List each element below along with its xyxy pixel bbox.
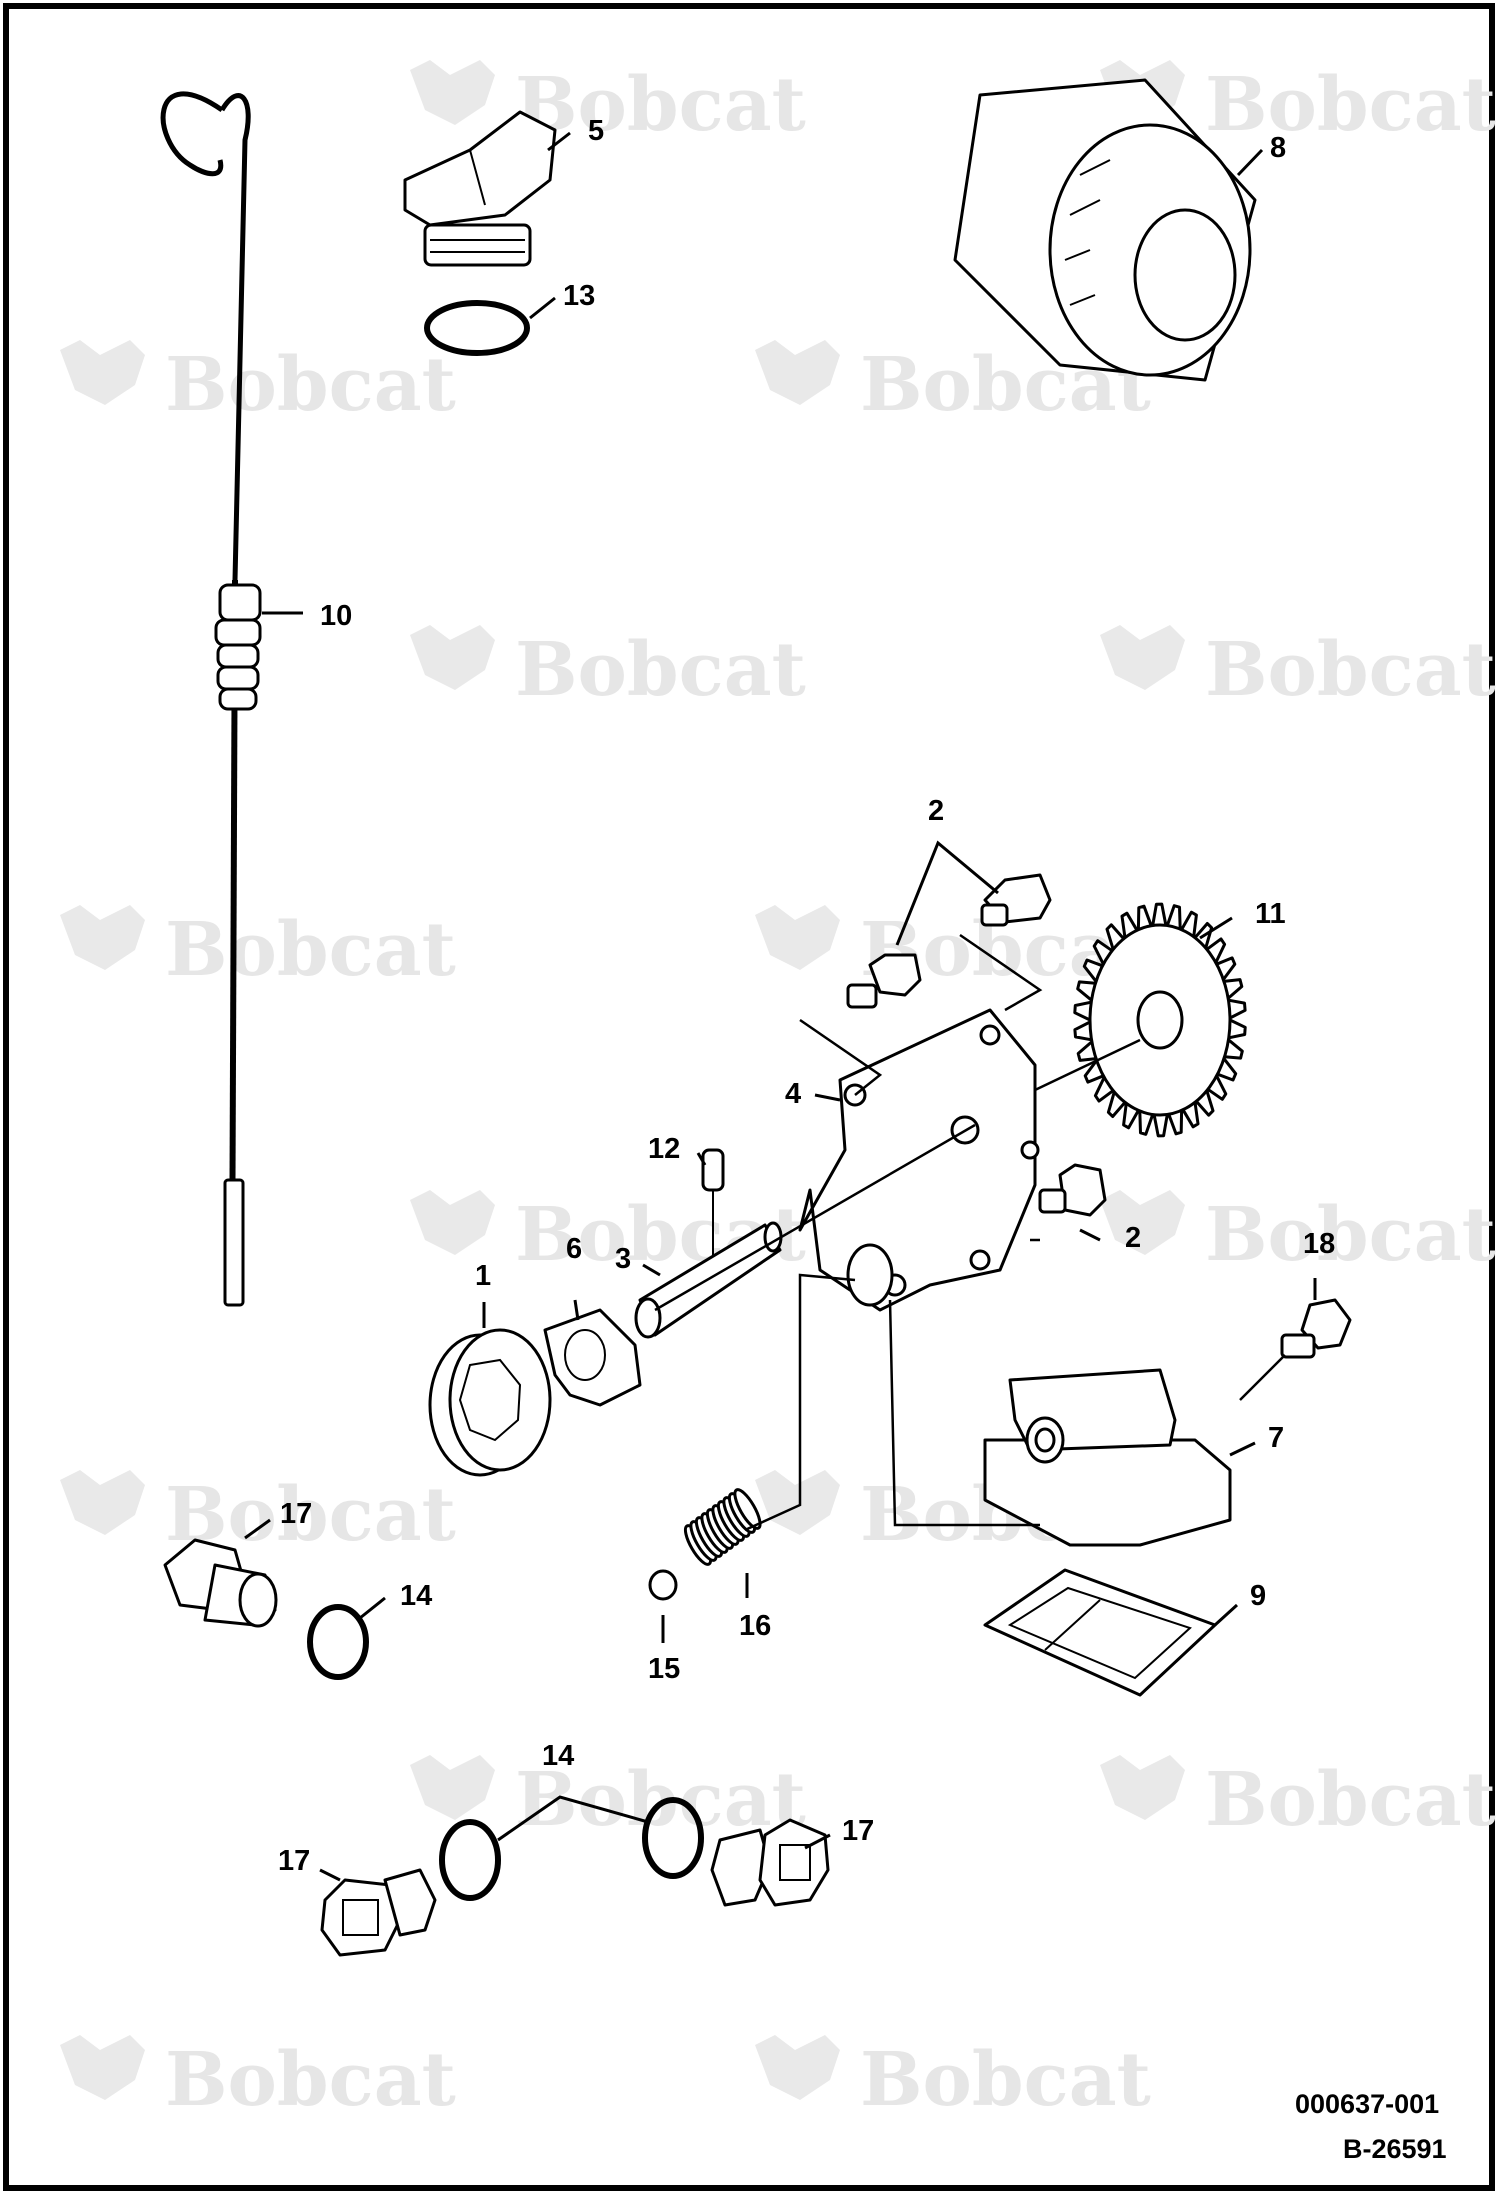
idle-gear <box>1073 902 1247 1138</box>
watermark: Bobcat <box>60 2035 456 2123</box>
callout-16: 16 <box>739 1610 771 1642</box>
shaft-pin <box>701 1148 725 1255</box>
watermark: Bobcat <box>410 60 806 148</box>
diagram-frame <box>3 3 1495 2191</box>
watermark: Bobcat <box>60 1470 456 1558</box>
bolt-relief <box>1280 1298 1352 1359</box>
svg-text:Bobcat: Bobcat <box>165 342 456 428</box>
svg-text:Bobcat: Bobcat <box>1205 1757 1496 1843</box>
outer-rotor <box>428 1328 552 1477</box>
callout-4: 4 <box>785 1078 801 1110</box>
callout-14-bottom: 14 <box>542 1740 574 1772</box>
bolt-lower-right <box>1038 1163 1107 1217</box>
watermark: Bobcat <box>1100 1190 1496 1278</box>
relief-ball <box>648 1569 678 1601</box>
watermark: Bobcat <box>755 340 1151 428</box>
drain-plug-left <box>163 1538 278 1628</box>
svg-text:Bobcat: Bobcat <box>165 907 456 993</box>
oil-strainer <box>983 1368 1232 1547</box>
callout-17-left: 17 <box>280 1498 312 1530</box>
watermark: Bobcat <box>60 340 456 428</box>
watermark: Bobcat <box>60 905 456 993</box>
watermark: Bobcat <box>755 2035 1151 2123</box>
pump-body <box>798 1008 1040 1312</box>
callout-17-bottom-left: 17 <box>278 1845 310 1877</box>
callout-12: 12 <box>648 1133 680 1165</box>
watermark: Bobcat <box>410 625 806 713</box>
o-ring-bottom-left <box>439 1819 501 1901</box>
bolt-upper-left <box>846 953 922 1009</box>
assembly-lines <box>654 933 1286 1532</box>
relief-spring <box>683 1488 762 1566</box>
oil-filler-cap <box>403 110 557 267</box>
pump-shaft <box>634 1221 783 1339</box>
svg-text:Bobcat: Bobcat <box>165 2037 456 2123</box>
callout-11: 11 <box>1255 898 1286 930</box>
svg-text:Bobcat: Bobcat <box>1205 62 1496 148</box>
bolt-upper-right <box>980 873 1052 927</box>
svg-text:Bobcat: Bobcat <box>515 627 806 713</box>
callout-2-upper: 2 <box>928 795 944 827</box>
callout-7: 7 <box>1268 1422 1284 1454</box>
figure-code-primary: 000637-001 <box>1295 2089 1439 2119</box>
spring-coil <box>733 1488 762 1530</box>
callout-6: 6 <box>566 1233 582 1265</box>
svg-text:Bobcat: Bobcat <box>1205 627 1496 713</box>
svg-text:Bobcat: Bobcat <box>1205 1192 1496 1278</box>
leader-lines <box>244 131 1317 1882</box>
o-ring-cap <box>424 300 530 356</box>
svg-text:Bobcat: Bobcat <box>515 1757 806 1843</box>
svg-text:Bobcat: Bobcat <box>860 2037 1151 2123</box>
inner-rotor <box>543 1308 642 1407</box>
dipstick <box>160 91 262 1307</box>
callout-2-lower: 2 <box>1125 1222 1141 1254</box>
callouts: 5 13 8 10 2 11 4 12 2 18 6 3 1 7 17 14 9… <box>278 115 1335 1877</box>
callout-14-left: 14 <box>400 1580 432 1612</box>
callout-3: 3 <box>615 1243 631 1275</box>
watermark: Bobcat <box>1100 625 1496 713</box>
callout-9: 9 <box>1250 1580 1266 1612</box>
callout-1: 1 <box>475 1260 491 1292</box>
figure-code-secondary: B-26591 <box>1343 2134 1447 2164</box>
drain-plug-bottom-left <box>320 1868 437 1957</box>
callout-15: 15 <box>648 1653 680 1685</box>
watermark: Bobcat <box>1100 1755 1496 1843</box>
callout-17-bottom-right: 17 <box>842 1815 874 1847</box>
callout-8: 8 <box>1270 132 1286 164</box>
drain-plug-bottom-right <box>710 1818 830 1907</box>
o-ring-bottom-right <box>642 1797 704 1879</box>
callout-10: 10 <box>320 600 352 632</box>
callout-18: 18 <box>1303 1228 1335 1260</box>
callout-13: 13 <box>563 280 595 312</box>
callout-5: 5 <box>588 115 604 147</box>
o-ring-left <box>307 1604 369 1680</box>
watermark: Bobcat <box>410 1755 806 1843</box>
oil-filter <box>953 78 1257 382</box>
svg-text:Bobcat: Bobcat <box>515 62 806 148</box>
